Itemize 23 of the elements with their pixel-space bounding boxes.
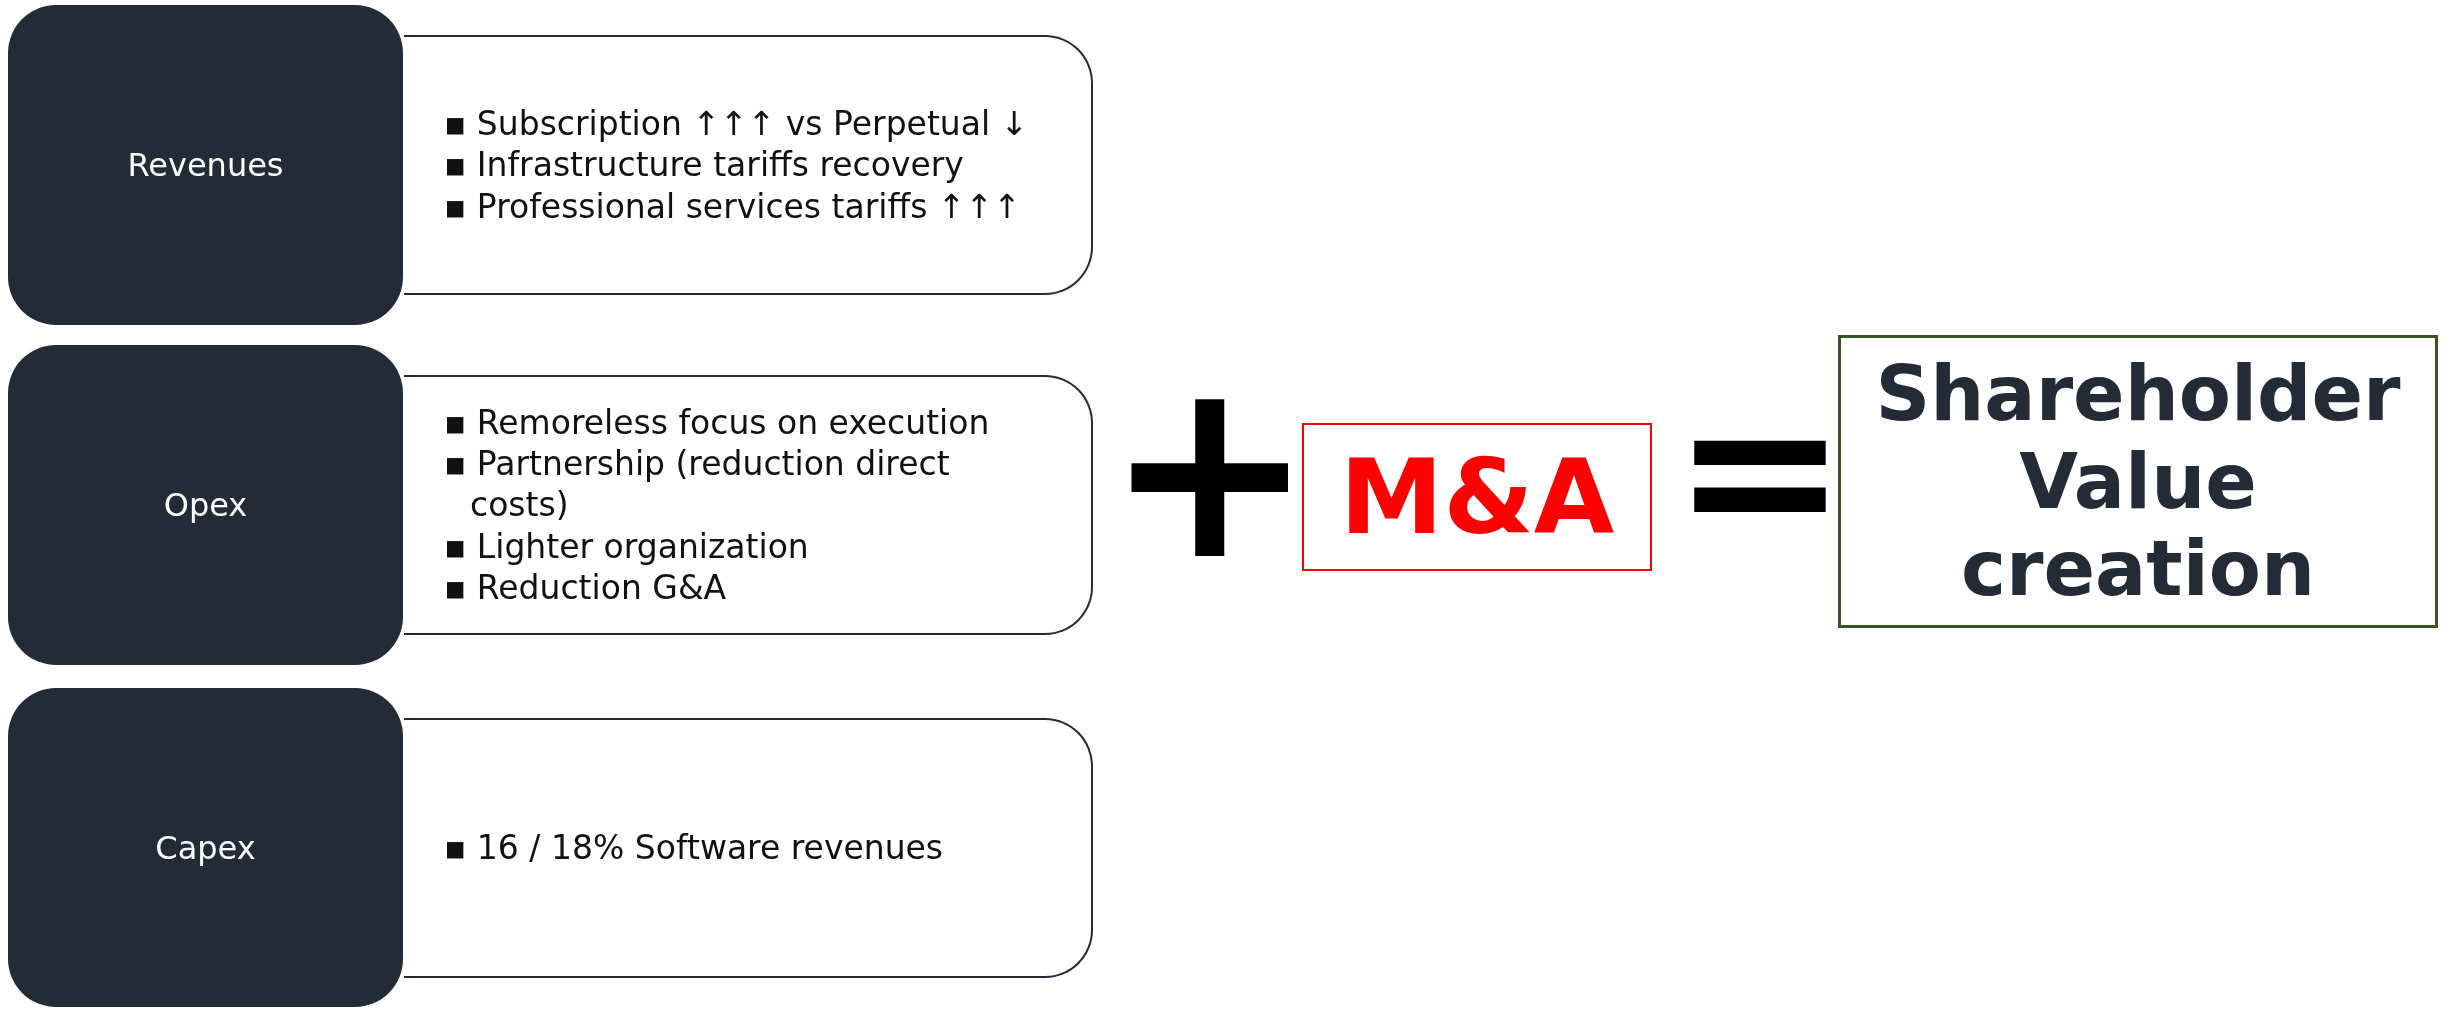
highlight-text: M&A bbox=[1339, 436, 1615, 558]
bullet-text: ▪ Partnership (reduction direct costs) bbox=[444, 443, 951, 526]
bullet-text: ▪ Professional services tariffs ↑↑↑ bbox=[444, 185, 1022, 227]
category-box bbox=[8, 345, 403, 665]
bullet-text: ▪ Subscription ↑↑↑ vs Perpetual ↓ bbox=[444, 103, 1029, 145]
operator-symbol: = bbox=[1672, 365, 1848, 575]
result-text: Shareholder Value creation bbox=[1874, 350, 2402, 613]
bullet-text: ▪ Lighter organization bbox=[444, 525, 810, 567]
operator-symbol: + bbox=[1105, 345, 1315, 595]
bullet-text: ▪ Remoreless focus on execution bbox=[444, 401, 991, 444]
category-box bbox=[8, 688, 403, 1007]
category-label: Revenues bbox=[127, 146, 284, 184]
highlight-box bbox=[1302, 423, 1652, 571]
bullet-list-box bbox=[404, 718, 1093, 978]
category-label: Capex bbox=[155, 828, 256, 867]
category-label: Opex bbox=[163, 486, 248, 524]
bullet-text: ▪ 16 / 18% Software revenues bbox=[444, 827, 944, 869]
category-box bbox=[8, 5, 403, 325]
bullet-text: ▪ Infrastructure tariffs recovery bbox=[444, 144, 965, 186]
bullet-list-box bbox=[404, 375, 1093, 635]
bullet-text: ▪ Reduction G&A bbox=[444, 566, 728, 609]
result-box bbox=[1838, 335, 2438, 628]
bullet-list-box bbox=[404, 35, 1093, 295]
